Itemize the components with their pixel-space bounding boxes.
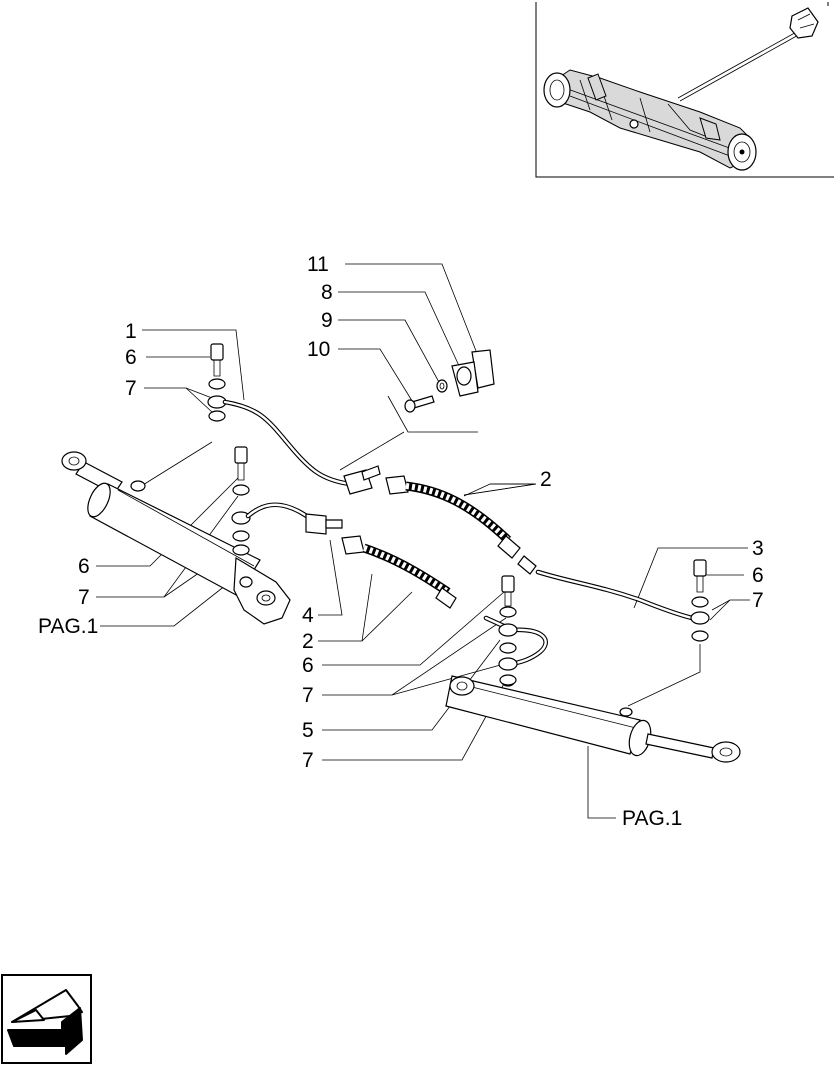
back-arrow-icon[interactable]: [1, 974, 92, 1064]
left-steering-cylinder: [61, 451, 291, 625]
callout-7: 7: [78, 586, 90, 609]
callout-1: 1: [125, 320, 137, 343]
callout-6: 6: [125, 346, 137, 369]
callout-8: 8: [321, 281, 333, 304]
callout-7: 7: [752, 589, 764, 612]
pipe-4: [245, 502, 343, 535]
callout-pag1: PAG.1: [38, 615, 98, 638]
clamp-bracket: [404, 349, 495, 413]
callout-6: 6: [78, 555, 90, 578]
fittings-left-mid: [231, 446, 251, 556]
callout-4: 4: [302, 604, 314, 627]
pipe-3: [535, 569, 695, 621]
hose-2-lower: [341, 535, 457, 609]
callout-pag1: PAG.1: [622, 807, 682, 830]
right-steering-cylinder: [445, 675, 741, 763]
callout-7: 7: [125, 377, 137, 400]
callout-11: 11: [307, 253, 329, 276]
callout-7: 7: [302, 749, 314, 772]
callout-5: 5: [302, 719, 314, 742]
callout-6: 6: [752, 564, 764, 587]
fittings-middle: [498, 575, 518, 686]
callout-3: 3: [752, 537, 764, 560]
callout-10: 10: [307, 338, 330, 361]
callout-labels: 11 8 9 10 1 6 7 6 7 PAG.1 4 2 2 3 6 7 6 …: [38, 253, 764, 830]
axle-thumbnail: [535, 2, 834, 178]
callout-6: 6: [302, 654, 314, 677]
pipe-5: [483, 615, 548, 667]
fittings-left-top: [207, 343, 227, 422]
pipe-1: [222, 399, 381, 495]
callout-2: 2: [540, 468, 552, 491]
callout-2: 2: [302, 630, 314, 653]
fittings-right: [690, 559, 710, 642]
callout-9: 9: [321, 309, 333, 332]
hose-2-upper: [385, 475, 537, 575]
callout-7: 7: [302, 684, 314, 707]
leader-lines: [96, 263, 750, 819]
